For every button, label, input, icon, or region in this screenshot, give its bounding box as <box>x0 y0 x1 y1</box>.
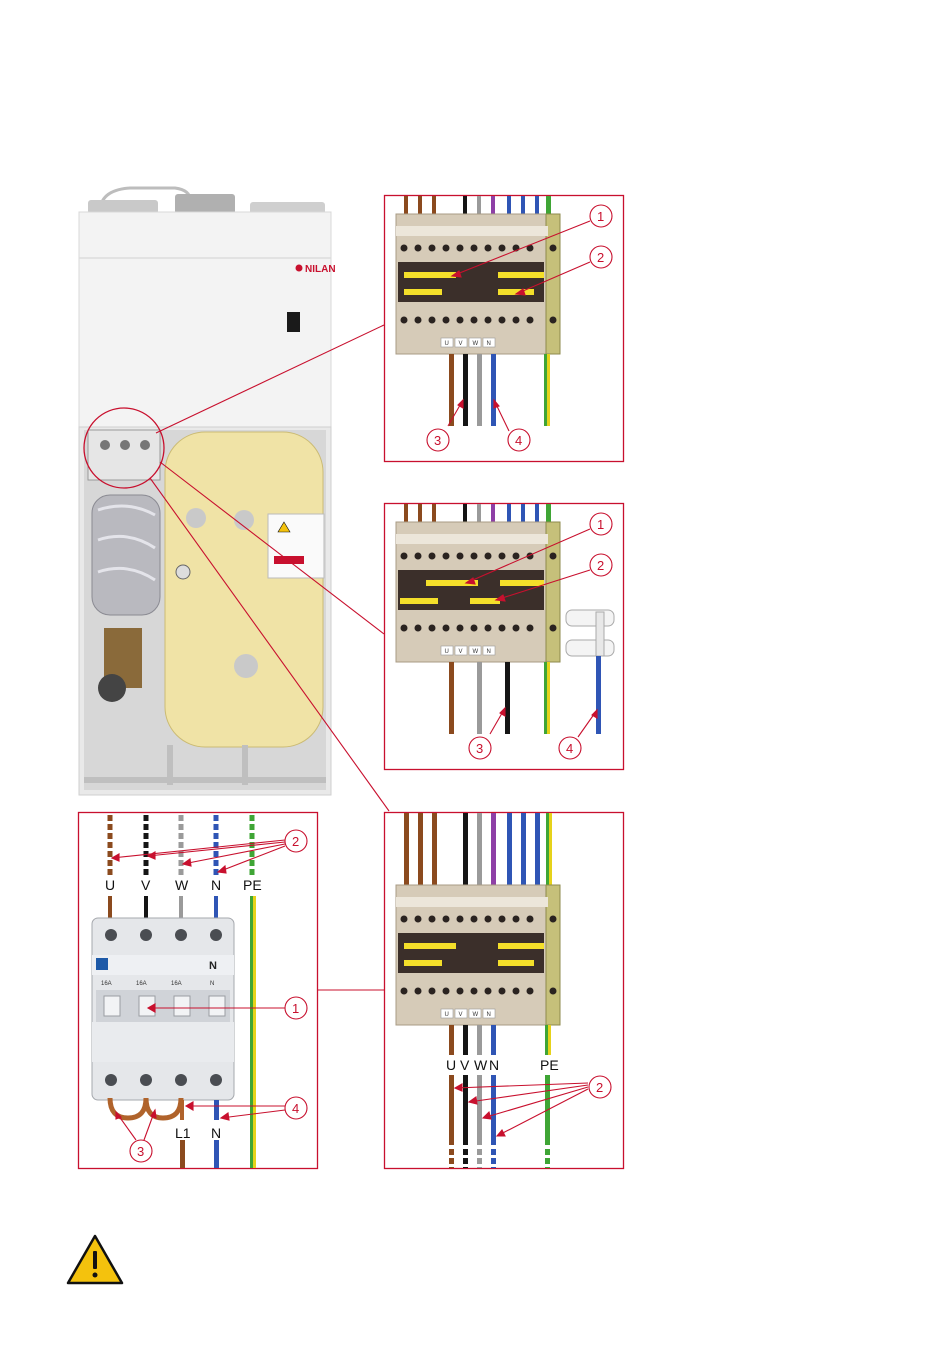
label-u: U <box>105 877 115 893</box>
jumper-bar-2 <box>498 943 544 949</box>
pole-label-2: 16A <box>136 981 147 987</box>
pole-label-4: N <box>210 981 214 987</box>
marker-n: N <box>487 341 491 347</box>
callout-1: 1 <box>597 517 604 532</box>
terminal-block: U V W N <box>396 522 560 662</box>
marker-u: U <box>445 1012 449 1018</box>
display-window <box>287 312 300 332</box>
jumper-bar-2 <box>500 580 544 586</box>
callout-1: 1 <box>292 1001 299 1016</box>
panel-top: U V W N 1 2 3 4 <box>385 196 624 462</box>
callout-2: 2 <box>597 250 604 265</box>
label-v: V <box>460 1057 470 1073</box>
label-pe: PE <box>243 877 262 893</box>
panel-breaker: U V W N PE N 16A 16A 16A N <box>79 813 318 1169</box>
callout-4: 4 <box>515 433 522 448</box>
jumper-bar-1 <box>404 943 456 949</box>
label-pe: PE <box>540 1057 559 1073</box>
label-w: W <box>175 877 189 893</box>
label-u: U <box>446 1057 456 1073</box>
marker-w: W <box>473 341 479 347</box>
marker-w: W <box>473 1012 479 1018</box>
marker-n: N <box>487 649 491 655</box>
jumper-bar-3 <box>400 598 438 604</box>
circuit-breaker: N 16A 16A 16A N <box>92 918 234 1100</box>
marker-w: W <box>473 649 479 655</box>
jumper-bar-1 <box>404 272 456 278</box>
warning-triangle-icon <box>68 1236 122 1283</box>
marker-u: U <box>445 341 449 347</box>
jumper-bar-4 <box>470 598 500 604</box>
pole-label-3: 16A <box>171 981 182 987</box>
marker-v: V <box>459 649 463 655</box>
jumper-bar-3 <box>404 960 442 966</box>
label-v: V <box>141 877 151 893</box>
jumper-bar-4 <box>498 960 534 966</box>
brand-logo-text: NILAN <box>305 264 336 275</box>
top-ducts <box>88 188 325 214</box>
pole-n-mark: N <box>209 960 217 972</box>
label-n-bottom: N <box>211 1125 221 1141</box>
callout-4: 4 <box>566 741 573 756</box>
callout-4: 4 <box>292 1101 299 1116</box>
water-tank <box>165 432 324 747</box>
label-n: N <box>489 1057 499 1073</box>
panel-middle: U V W N <box>385 504 624 770</box>
label-n: N <box>211 877 221 893</box>
marker-v: V <box>459 341 463 347</box>
terminal-block: U V W N <box>396 214 560 354</box>
callout-2: 2 <box>292 834 299 849</box>
label-w: W <box>474 1057 488 1073</box>
panel-bottom: U V W N U V W N PE <box>385 813 624 1169</box>
label-l1: L1 <box>175 1125 191 1141</box>
pole-label-1: 16A <box>101 981 112 987</box>
jumper-bar-3 <box>404 289 442 295</box>
callout-3: 3 <box>476 741 483 756</box>
unit-illustration: NILAN <box>79 188 336 795</box>
callout-2: 2 <box>596 1080 603 1095</box>
marker-v: V <box>459 1012 463 1018</box>
marker-u: U <box>445 649 449 655</box>
callout-2: 2 <box>597 558 604 573</box>
callout-1: 1 <box>597 209 604 224</box>
callout-3: 3 <box>434 433 441 448</box>
marker-n: N <box>487 1012 491 1018</box>
jumper-bar-2 <box>498 272 544 278</box>
terminal-block: U V W N <box>396 885 560 1025</box>
callout-3: 3 <box>137 1144 144 1159</box>
